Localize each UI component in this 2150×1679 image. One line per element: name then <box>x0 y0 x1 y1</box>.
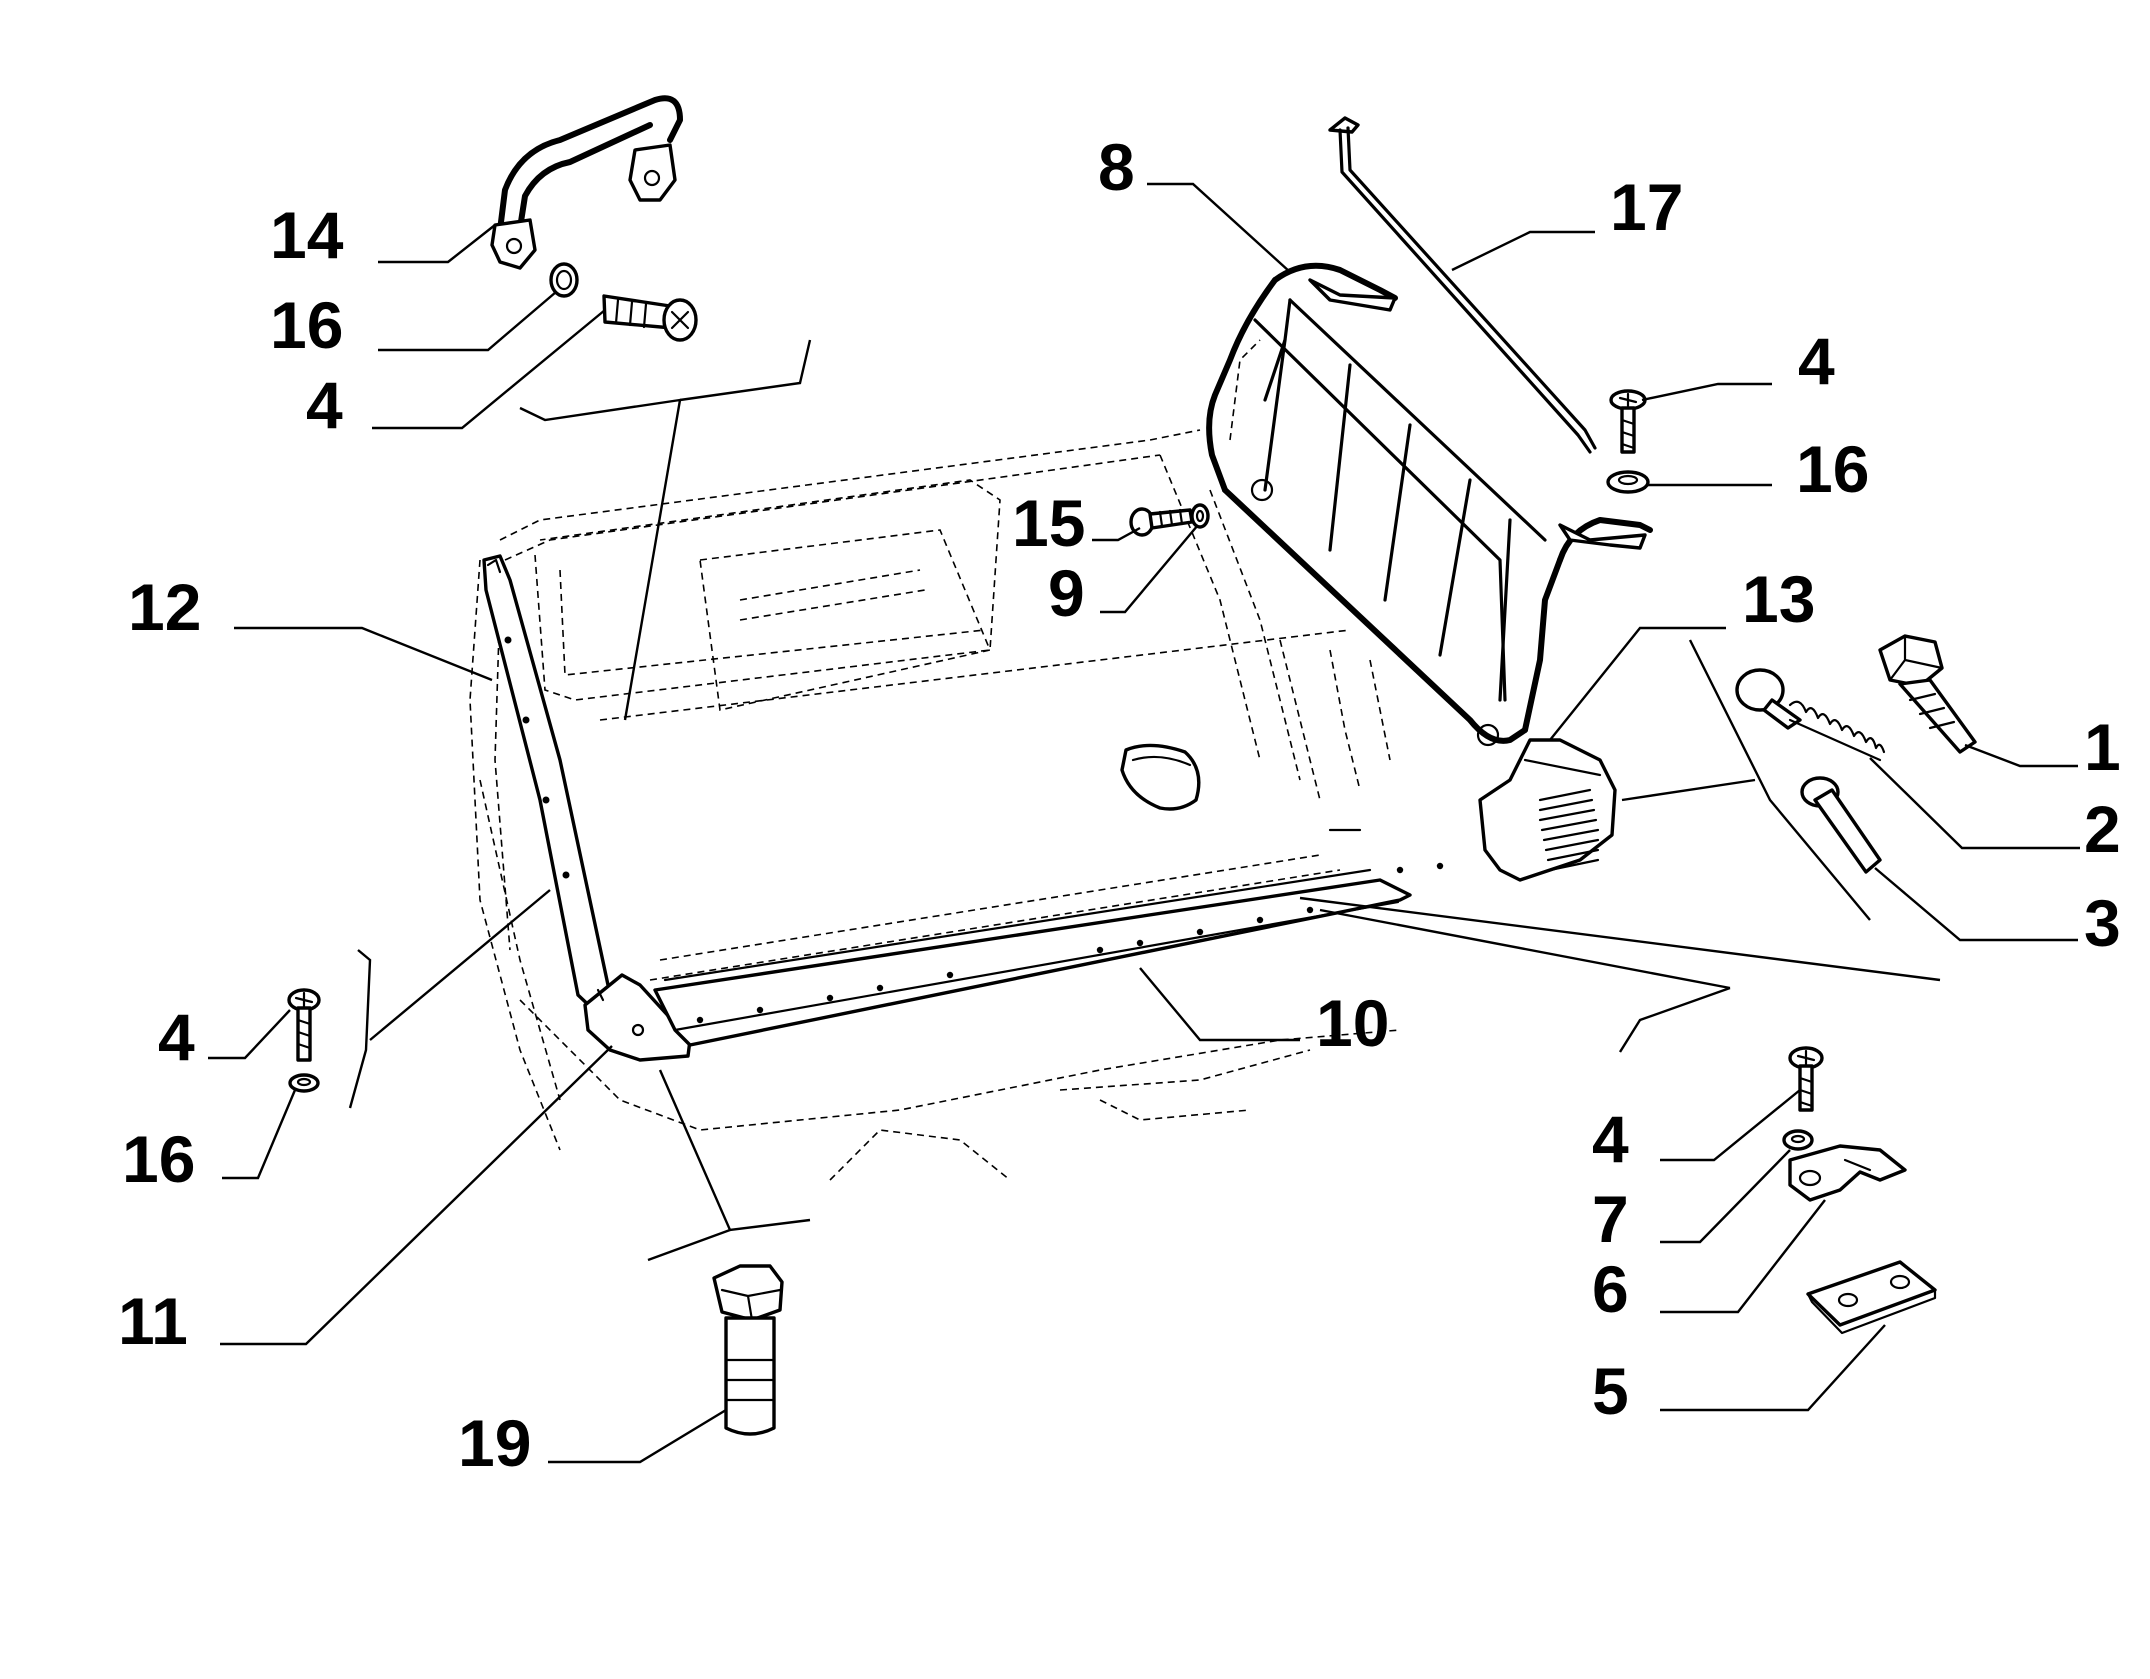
callout-4-bottom-right: 4 <box>1592 1102 1629 1176</box>
callout-14: 14 <box>270 198 344 272</box>
callout-8: 8 <box>1098 130 1135 204</box>
part-14-grab-handle <box>490 95 683 270</box>
part-10-sill-strip <box>653 828 1444 1047</box>
part-17-support-rod <box>1328 116 1597 454</box>
callout-19: 19 <box>458 1406 532 1480</box>
bolt-1 <box>1878 634 1977 754</box>
callout-4-top: 4 <box>306 368 343 442</box>
callout-13: 13 <box>1742 562 1816 636</box>
washer-9 <box>1190 503 1210 529</box>
callout-1: 1 <box>2084 710 2121 784</box>
callout-4-right: 4 <box>1798 324 1835 398</box>
leader-lines <box>208 182 2080 1464</box>
callout-16-top: 16 <box>270 288 344 362</box>
screw-4-bottom-right <box>1788 1046 1824 1112</box>
callout-5: 5 <box>1592 1354 1629 1428</box>
plate-5 <box>1806 1260 1937 1335</box>
screw-4-top <box>602 294 698 342</box>
washer-16-left <box>288 1073 320 1093</box>
part-12-left-rail <box>482 554 622 1014</box>
callout-7: 7 <box>1592 1182 1629 1256</box>
part-8-gate-frame <box>1206 262 1653 747</box>
cargo-bed-outline <box>469 339 1401 1181</box>
callout-16-right: 16 <box>1796 432 1870 506</box>
pin-2-spring <box>1735 668 1886 762</box>
screw-15 <box>1129 507 1194 537</box>
callout-16-left: 16 <box>122 1122 196 1196</box>
callout-9: 9 <box>1048 556 1085 630</box>
part-13-right-corner-tread <box>1478 738 1617 882</box>
washer-7 <box>1782 1129 1814 1151</box>
washer-16-top <box>549 262 579 298</box>
callout-2: 2 <box>2084 792 2121 866</box>
callout-17: 17 <box>1610 170 1684 244</box>
washer-16-right <box>1606 470 1650 494</box>
callout-6: 6 <box>1592 1252 1629 1326</box>
callout-4-left: 4 <box>158 1000 195 1074</box>
clip-6 <box>1788 1144 1907 1202</box>
callout-12-label: 12 <box>128 570 202 644</box>
pin-3 <box>1800 776 1882 874</box>
callout-10-label: 10 <box>1316 986 1390 1060</box>
part-11-corner-bracket <box>583 973 692 1062</box>
callout-3: 3 <box>2084 886 2121 960</box>
callout-11-label: 11 <box>118 1284 188 1358</box>
bolt-19 <box>712 1264 784 1436</box>
screw-4-left <box>287 988 321 1062</box>
screw-4-right <box>1609 389 1647 454</box>
callout-15: 15 <box>1012 486 1086 560</box>
